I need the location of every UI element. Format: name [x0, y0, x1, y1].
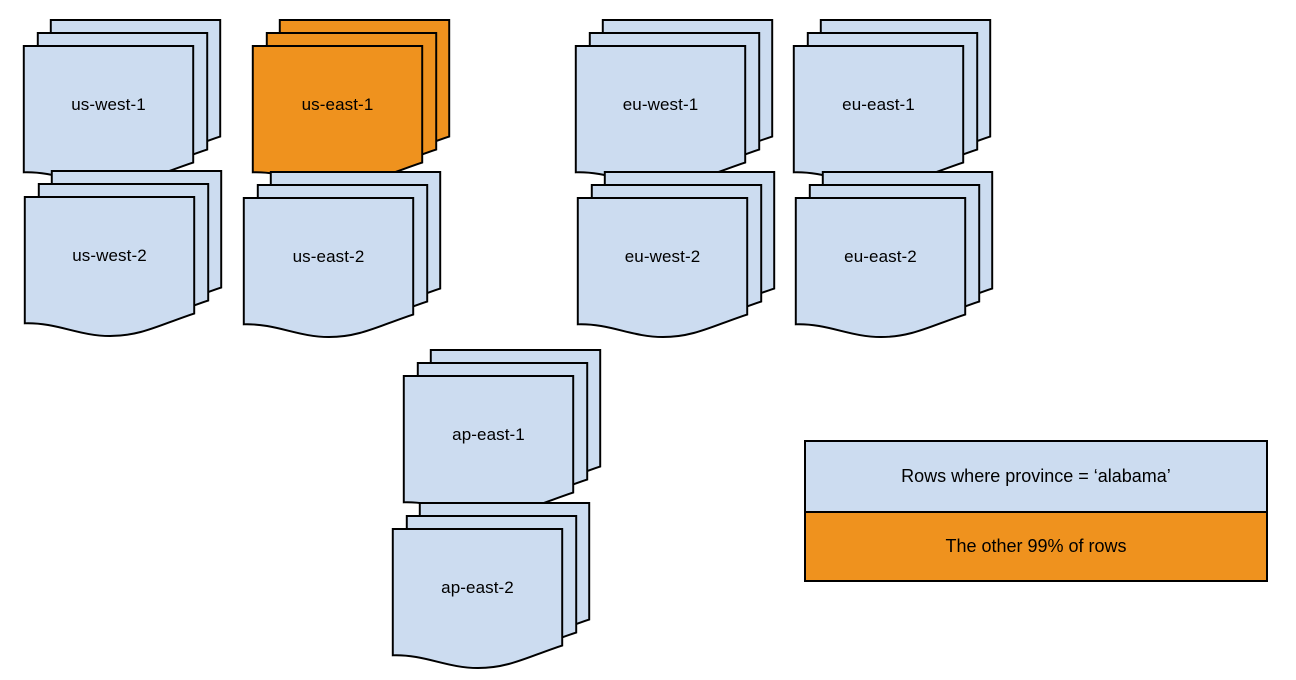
document-stack-eu-east-2[interactable]: eu-east-2 — [793, 171, 997, 339]
legend-orange-entry: The other 99% of rows — [806, 513, 1266, 580]
document-sheet-front — [241, 197, 416, 339]
legend-label-orange-entry: The other 99% of rows — [945, 536, 1127, 556]
document-sheet-front — [575, 197, 750, 339]
document-stack-us-east-1[interactable]: us-east-1 — [250, 19, 454, 187]
document-stack-us-east-2[interactable]: us-east-2 — [241, 171, 445, 339]
document-stack-us-west-1[interactable]: us-west-1 — [21, 19, 225, 187]
document-sheet-front — [22, 196, 197, 338]
document-stack-eu-east-1[interactable]: eu-east-1 — [791, 19, 995, 187]
document-sheet-front — [791, 45, 966, 187]
document-sheet-front — [793, 197, 968, 339]
document-stack-ap-east-1[interactable]: ap-east-1 — [401, 349, 605, 517]
document-sheet-front — [250, 45, 425, 187]
legend: Rows where province = ‘alabama’ The other… — [804, 440, 1268, 582]
document-stack-us-west-2[interactable]: us-west-2 — [22, 170, 226, 338]
document-stack-ap-east-2[interactable]: ap-east-2 — [390, 502, 594, 670]
legend-blue-entry: Rows where province = ‘alabama’ — [806, 442, 1266, 513]
document-sheet-front — [21, 45, 196, 187]
document-sheet-front — [390, 528, 565, 670]
document-stack-eu-west-2[interactable]: eu-west-2 — [575, 171, 779, 339]
legend-label-blue-entry: Rows where province = ‘alabama’ — [901, 466, 1171, 486]
document-stack-eu-west-1[interactable]: eu-west-1 — [573, 19, 777, 187]
document-sheet-front — [573, 45, 748, 187]
document-sheet-front — [401, 375, 576, 517]
